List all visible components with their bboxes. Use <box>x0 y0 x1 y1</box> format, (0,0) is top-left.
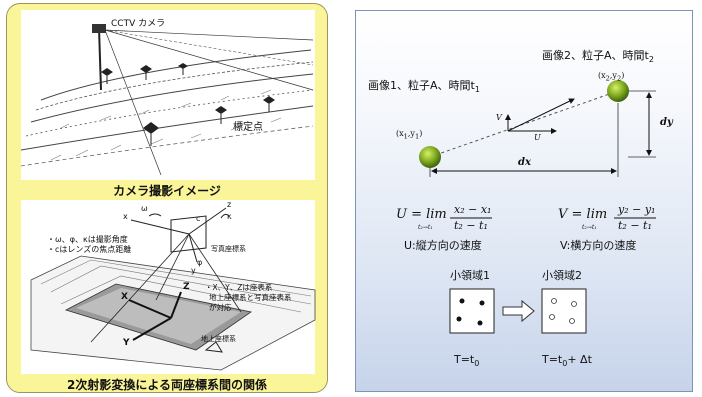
vector-v-label: V <box>496 113 502 122</box>
camera-label: CCTV カメラ <box>111 19 166 29</box>
marker-label: 標定点 <box>233 122 263 133</box>
axis-Z-label: Z <box>183 282 190 292</box>
v-denominator: t₂ − t₁ <box>618 219 652 232</box>
caption-camera-image: カメラ撮影イメージ <box>113 184 221 198</box>
camera-sketch-drawing <box>20 24 314 176</box>
region2-box <box>541 288 587 334</box>
left-panel: CCTV カメラ 標定点 カメラ撮影イメージ <box>6 3 328 393</box>
region2-particles <box>549 298 577 324</box>
dy-label: dy <box>660 117 673 128</box>
note-angles: ・ω、φ、κは撮影角度 <box>47 235 128 244</box>
u-limit: t₂→t₁ <box>418 224 433 231</box>
v-formula: V = lim <box>558 207 608 222</box>
point1-label: (x1,y1) <box>396 129 423 141</box>
axis-X-label: X <box>121 292 128 302</box>
v-limit: t₂→t₁ <box>582 224 597 231</box>
kappa-label: κ <box>227 212 232 221</box>
right-panel: 画像2、粒子A、時間t2 画像1、粒子A、時間t1 (x1,y1) (x2,y2… <box>355 10 693 392</box>
note-focal: ・cはレンズの焦点距離 <box>47 245 132 254</box>
ground-note-3: が対応 <box>209 303 232 312</box>
region1-label: 小領域1 <box>450 269 490 282</box>
axis-x-small: x <box>123 212 128 221</box>
time-t1-label: T=t0+ Δt <box>542 353 592 369</box>
image1-label: 画像1、粒子A、時間t1 <box>368 79 480 95</box>
point2-label: (x2,y2) <box>598 71 625 83</box>
axis-c-label: c <box>196 214 201 223</box>
region1-box <box>449 288 495 334</box>
omega-label: ω <box>141 204 148 213</box>
u-description: U:縦方向の速度 <box>404 239 482 252</box>
phi-label: φ <box>197 258 203 267</box>
u-numerator: x₂ − x₁ <box>454 203 492 216</box>
camera-sketch: CCTV カメラ 標定点 <box>20 10 315 180</box>
axis-Y-label: Y <box>123 338 130 348</box>
ground-axis-label: 地上座標系 <box>201 335 236 343</box>
v-description: V:横方向の速度 <box>560 239 637 252</box>
projection-sketch-drawing <box>30 207 316 371</box>
time-t0-label: T=t0 <box>454 353 480 369</box>
dx-label: dx <box>518 157 531 168</box>
region1-particles <box>456 298 485 326</box>
axis-z-small: z <box>227 200 232 209</box>
piv-diagram <box>419 80 656 334</box>
region2-label: 小領域2 <box>542 269 582 282</box>
u-formula: U = lim <box>396 207 447 222</box>
particle-t2 <box>607 80 629 102</box>
ground-note-1: ・X、Y、Zは座表系 <box>205 283 273 292</box>
photo-axis-label: 写真座標系 <box>211 245 246 253</box>
u-denominator: t₂ − t₁ <box>454 219 488 232</box>
ground-note-2: 地上座標系と写真座表系 <box>209 293 292 302</box>
caption-coordinate-relation: 2次射影変換による両座標系間の関係 <box>67 378 267 392</box>
particle-t1 <box>419 146 441 168</box>
vector-u-label: U <box>534 133 541 142</box>
axis-y-small: y <box>191 266 196 275</box>
transition-arrow-icon <box>502 299 535 323</box>
projection-sketch: ω φ κ x z y c ・ω、φ、κは撮影角度 ・cはレンズの焦点距離 写真… <box>21 200 316 374</box>
image2-label: 画像2、粒子A、時間t2 <box>542 49 654 65</box>
v-numerator: y₂ − y₁ <box>618 203 656 216</box>
